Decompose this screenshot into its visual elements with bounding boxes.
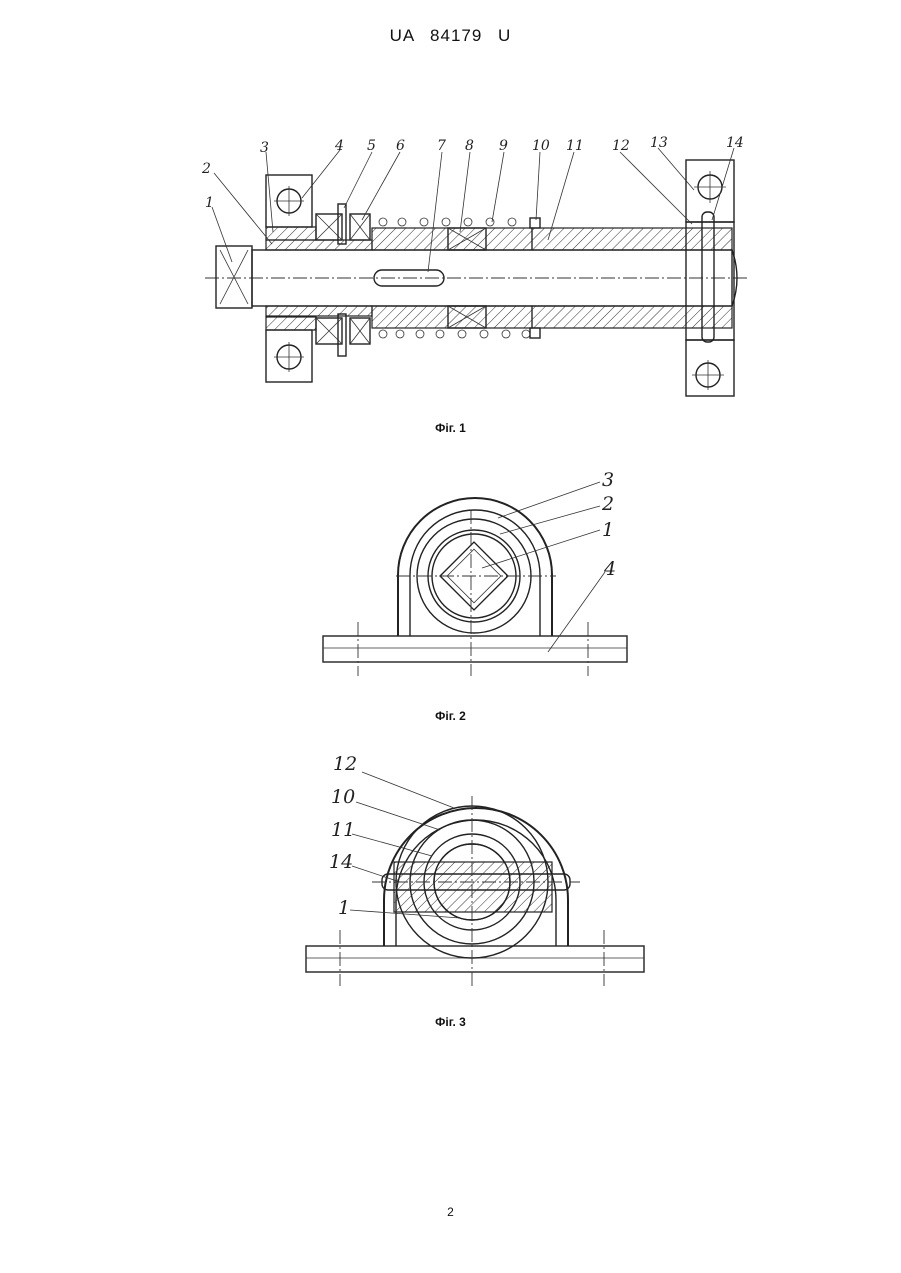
figure-2-drawing: 3 2 1 4	[323, 469, 627, 676]
fig2-label-4: 4	[603, 558, 616, 580]
fig3-label-11: 11	[331, 819, 355, 841]
fig1-label-6: 6	[396, 138, 405, 154]
fig1-label-14: 14	[726, 135, 744, 151]
fig3-label-1: 1	[338, 897, 350, 919]
figure-1-caption: Фіг. 1	[0, 421, 901, 435]
fig3-label-14: 14	[329, 851, 353, 873]
figure-2-caption: Фіг. 2	[0, 709, 901, 723]
figure-3-caption: Фіг. 3	[0, 1015, 901, 1029]
fig1-label-5: 5	[367, 138, 376, 154]
fig3-label-12: 12	[333, 753, 357, 775]
fig2-label-2: 2	[601, 493, 614, 515]
fig1-label-2: 2	[201, 161, 211, 177]
page-number: 2	[0, 1205, 901, 1219]
fig1-label-11: 11	[566, 138, 584, 154]
fig1-label-12: 12	[612, 138, 630, 154]
fig1-label-4: 4	[334, 138, 344, 154]
fig2-label-1: 1	[602, 519, 614, 541]
fig1-label-8: 8	[465, 138, 474, 154]
fig1-label-9: 9	[499, 138, 508, 154]
fig3-label-10: 10	[331, 786, 355, 808]
figure-1-drawing: 1 2 3 4 5 6 7 8 9 10 11 12 13 14	[201, 135, 750, 396]
fig1-label-3: 3	[260, 140, 269, 156]
fig1-label-7: 7	[437, 138, 446, 154]
fig1-label-1: 1	[205, 195, 214, 211]
fig1-label-10: 10	[532, 138, 550, 154]
figure-3-drawing: 12 10 11 14 1	[306, 753, 644, 986]
fig1-label-13: 13	[650, 135, 668, 151]
fig2-label-3: 3	[602, 469, 614, 491]
